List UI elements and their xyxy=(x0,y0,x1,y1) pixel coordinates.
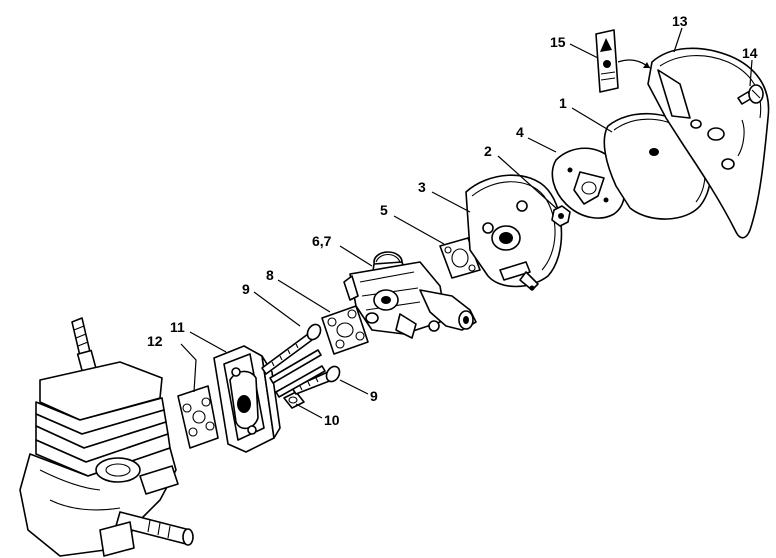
callout-9-upper: 9 xyxy=(242,281,250,297)
gasket-12 xyxy=(177,385,219,449)
callout-2: 2 xyxy=(484,143,492,159)
callout-14: 14 xyxy=(742,45,758,61)
callout-12: 12 xyxy=(147,333,163,349)
callout-9-lower: 9 xyxy=(370,388,378,404)
callout-5: 5 xyxy=(380,202,388,218)
filter-plate-4 xyxy=(551,147,626,219)
callout-3: 3 xyxy=(418,179,426,195)
filter-base-3 xyxy=(465,174,563,291)
callout-8: 8 xyxy=(266,267,274,283)
gasket-8 xyxy=(321,305,369,355)
callout-13: 13 xyxy=(672,13,688,29)
screw-14 xyxy=(737,84,764,105)
callout-10: 10 xyxy=(324,412,340,428)
engine-cylinder xyxy=(19,317,194,557)
callout-4: 4 xyxy=(516,124,524,140)
carburetor-6-7 xyxy=(343,251,477,339)
intake-flange-11 xyxy=(213,345,281,453)
callout-labels: 12 11 9 9 10 8 6,7 5 3 2 4 1 13 14 15 xyxy=(147,13,758,428)
clip-10 xyxy=(283,391,305,409)
callout-1: 1 xyxy=(559,95,567,111)
callout-15: 15 xyxy=(550,34,566,50)
screw-9-upper xyxy=(261,323,322,375)
warning-label-15 xyxy=(595,29,651,93)
callout-11: 11 xyxy=(170,319,185,335)
callout-6-7: 6,7 xyxy=(312,233,332,249)
nut-2 xyxy=(551,205,571,227)
long-studs xyxy=(269,349,326,398)
leader-lines xyxy=(180,27,753,419)
screw-9-lower xyxy=(291,365,341,395)
